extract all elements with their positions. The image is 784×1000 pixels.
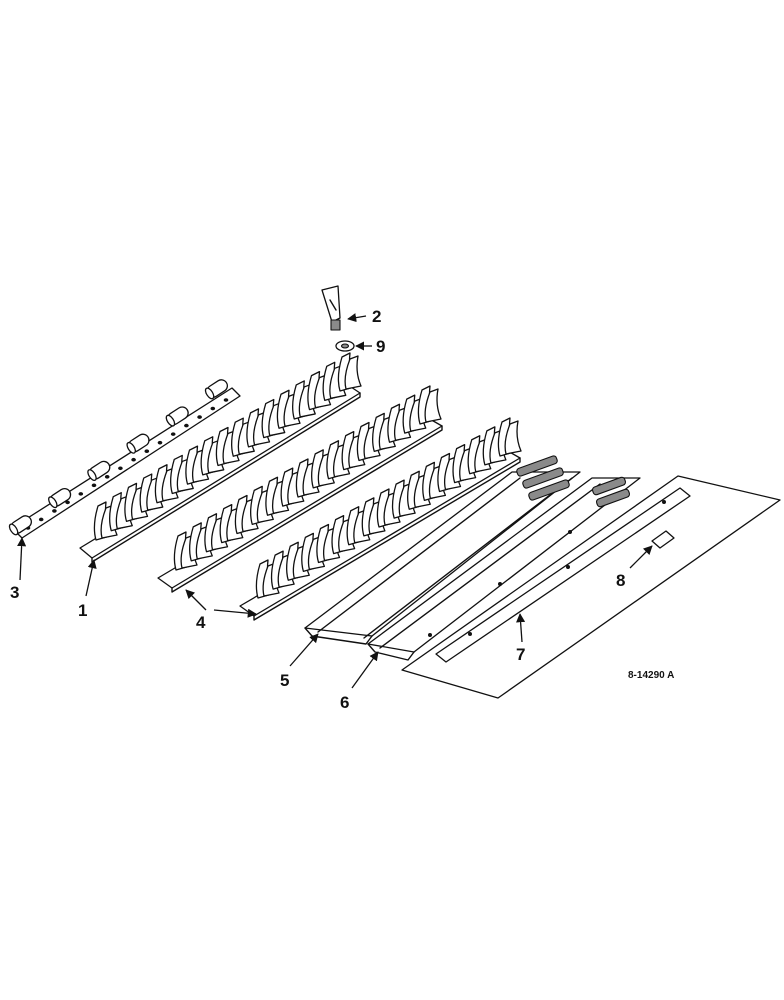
tine-bar-4b (239, 417, 522, 621)
hinge-hole (197, 415, 202, 419)
callout-8: 8 (616, 571, 625, 590)
hole-pattern-5 (516, 455, 570, 501)
callout-4: 4 (196, 613, 206, 632)
washer-part-9 (335, 340, 355, 352)
tine (504, 420, 522, 455)
hinge-rollers (8, 379, 229, 536)
hinge-roller (48, 487, 72, 509)
tine-bar-1 (79, 352, 362, 563)
hinge-hole (170, 432, 176, 436)
small-plate-8 (651, 530, 675, 549)
callout-1: 1 (78, 601, 87, 620)
hinge-roller (87, 460, 111, 481)
tine (424, 388, 442, 423)
channel-strip-5 (304, 455, 581, 645)
hinge-roller (126, 433, 150, 454)
hole-pattern-6 (591, 476, 631, 508)
hinge-hole (65, 500, 70, 505)
hinge-roller (8, 515, 33, 536)
hinge-hole (118, 466, 123, 471)
handle-part-2 (321, 285, 341, 331)
callout-5: 5 (280, 671, 289, 690)
hinge-strip-part (8, 379, 241, 539)
drawing-number: 8-14290 A (628, 670, 674, 681)
hinge-roller (204, 379, 229, 400)
tine-bar-4a (157, 385, 443, 593)
channel-strip-6 (367, 476, 641, 661)
hinge-holes (25, 398, 229, 530)
hinge-hole (157, 440, 163, 445)
hinge-hole (91, 483, 97, 488)
hinge-hole (144, 449, 150, 454)
cover-plate-7 (401, 475, 781, 699)
callout-6: 6 (340, 693, 349, 712)
tine (344, 355, 362, 390)
callout-9: 9 (376, 337, 385, 356)
hinge-hole (223, 398, 229, 402)
hinge-hole (78, 492, 84, 496)
hinge-roller (165, 406, 189, 427)
hinge-hole (104, 475, 110, 479)
hinge-hole (131, 457, 136, 462)
hinge-hole (184, 423, 189, 428)
callout-3: 3 (10, 583, 19, 602)
hinge-hole (210, 406, 216, 411)
callout-2: 2 (372, 307, 381, 326)
hinge-hole (38, 517, 44, 522)
hinge-hole (52, 509, 57, 513)
leader-lines (17, 313, 653, 689)
callout-7: 7 (516, 645, 525, 664)
